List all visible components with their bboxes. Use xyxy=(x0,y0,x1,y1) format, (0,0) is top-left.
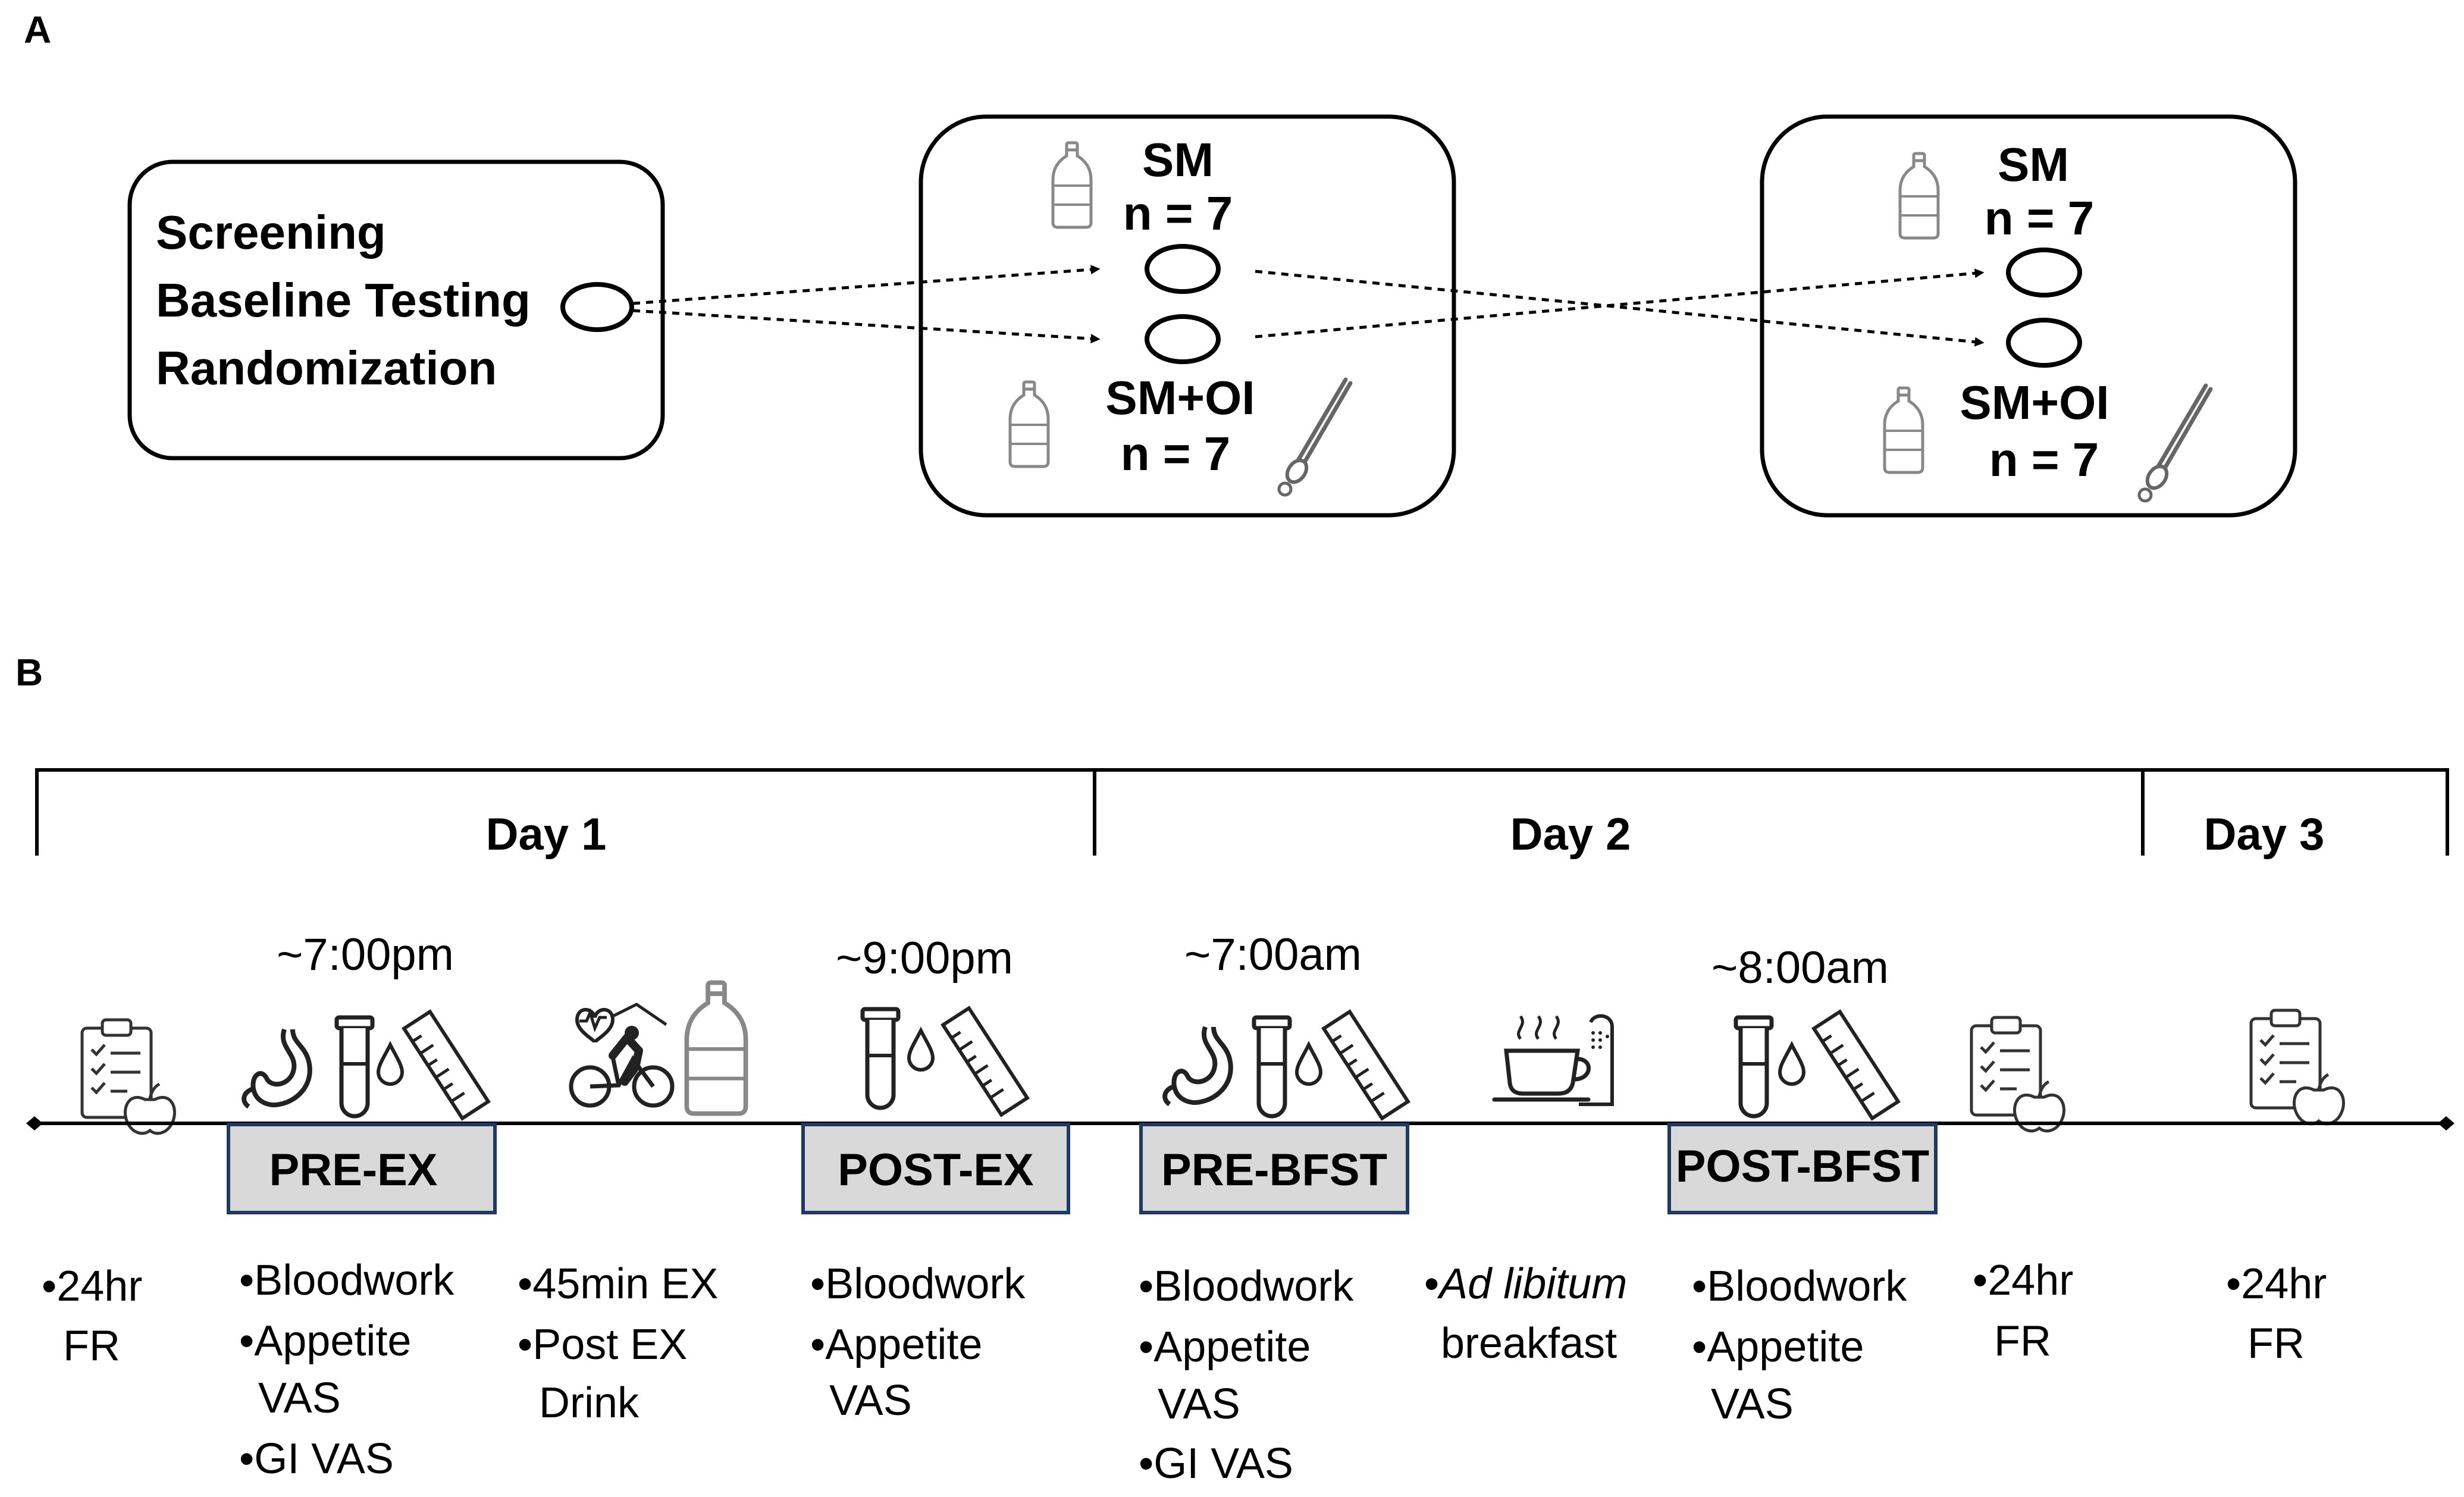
day-brackets xyxy=(35,768,2449,856)
baseline-testing-label: Baseline Testing xyxy=(156,274,531,327)
pre-ex-line2: •Appetite xyxy=(239,1317,411,1365)
randomization-arrows xyxy=(632,265,1985,347)
ruler-icon xyxy=(1324,1011,1408,1118)
period1-sm-n: n = 7 xyxy=(1123,187,1233,240)
day-3-label: Day 3 xyxy=(2204,809,2325,860)
phase-label-pre-bfst: PRE-BFST xyxy=(1161,1145,1387,1195)
period2-sm-node xyxy=(2006,248,2082,297)
coffee-toast-icon xyxy=(1494,1016,1612,1104)
period2-smoi-n: n = 7 xyxy=(1989,433,2099,486)
food-record-icon xyxy=(82,1020,174,1133)
blood-drop-icon xyxy=(1780,1045,1804,1084)
fr1-line2: FR xyxy=(63,1322,120,1370)
randomization-node xyxy=(560,282,634,332)
pre-bfst-line2: •Appetite xyxy=(1139,1323,1311,1371)
breakfast-line1: •Ad libitum xyxy=(1424,1260,1627,1308)
period2-sm-label: SM xyxy=(1998,138,2069,191)
timeline-start-marker xyxy=(26,1116,43,1130)
fr1-line1: •24hr xyxy=(42,1263,142,1310)
fr3-line1: •24hr xyxy=(2226,1260,2327,1308)
period1-sm-node xyxy=(1145,244,1221,294)
post-bfst-line2: •Appetite xyxy=(1692,1323,1864,1371)
phase-label-post-bfst: POST-BFST xyxy=(1676,1141,1929,1192)
randomization-label: Randomization xyxy=(156,342,497,394)
fr3-line2: FR xyxy=(2247,1320,2305,1367)
fr2-line1: •24hr xyxy=(1973,1257,2073,1304)
day-1-label: Day 1 xyxy=(486,809,607,860)
phase-label-pre-ex: PRE-EX xyxy=(269,1145,438,1195)
post-bfst-line1: •Bloodwork xyxy=(1692,1263,1907,1310)
blood-tube-icon xyxy=(337,1017,372,1116)
panel-a-label: A xyxy=(24,8,51,51)
period1-smoi-node xyxy=(1145,314,1221,364)
post-bfst-line3: VAS xyxy=(1711,1380,1794,1428)
breakfast-line2: breakfast xyxy=(1441,1320,1617,1367)
fr2-line2: FR xyxy=(1994,1317,2051,1365)
blood-tube-icon xyxy=(1254,1017,1290,1116)
pre-bfst-line3: VAS xyxy=(1158,1380,1240,1428)
cycling-icon xyxy=(571,1004,672,1105)
panel-b-label: B xyxy=(15,651,43,694)
screening-label: Screening xyxy=(156,206,386,259)
exercise-line2: •Post EX xyxy=(518,1321,687,1368)
post-ex-line3: VAS xyxy=(829,1377,912,1424)
food-record-icon xyxy=(1971,1017,2064,1131)
pre-bfst-line4: •GI VAS xyxy=(1139,1440,1293,1487)
pre-ex-line1: •Bloodwork xyxy=(239,1257,454,1304)
stomach-icon xyxy=(1165,1027,1231,1104)
blood-drop-icon xyxy=(1297,1045,1321,1084)
blood-drop-icon xyxy=(378,1045,402,1084)
timeline-end-marker xyxy=(2438,1116,2454,1130)
exercise-line3: Drink xyxy=(539,1379,639,1427)
post-ex-line2: •Appetite xyxy=(810,1321,982,1368)
phase-box-pre-ex xyxy=(227,1123,497,1214)
blood-drop-icon xyxy=(909,1031,933,1070)
exercise-line1: •45min EX xyxy=(518,1260,718,1308)
period1-smoi-label: SM+OI xyxy=(1105,371,1255,424)
phase-box-pre-bfst xyxy=(1139,1123,1409,1214)
period2-smoi-label: SM+OI xyxy=(1960,376,2109,429)
post-ex-line1: •Bloodwork xyxy=(810,1260,1026,1308)
timeline-details: •24hr FR •Bloodwork •Appetite VAS •GI VA… xyxy=(42,1257,2327,1487)
pre-ex-line4: •GI VAS xyxy=(239,1435,394,1483)
time-label-post-bfst: ~8:00am xyxy=(1711,942,1889,993)
ruler-icon xyxy=(1814,1011,1898,1118)
pre-bfst-line1: •Bloodwork xyxy=(1139,1263,1354,1310)
ruler-icon xyxy=(404,1011,488,1118)
period2-sm-n: n = 7 xyxy=(1985,192,2095,245)
pre-ex-line3: VAS xyxy=(258,1374,341,1422)
period1-sm-label: SM xyxy=(1142,133,1214,186)
phase-box-post-ex xyxy=(801,1123,1070,1214)
period1-smoi-n: n = 7 xyxy=(1121,427,1231,480)
ruler-icon xyxy=(943,1008,1027,1114)
bottle-icon xyxy=(686,983,745,1114)
food-record-icon xyxy=(2251,1010,2343,1124)
screening-box xyxy=(127,159,665,461)
stomach-icon xyxy=(244,1029,310,1107)
period2-smoi-node xyxy=(2006,318,2082,368)
phase-box-post-bfst xyxy=(1667,1123,1938,1214)
time-label-post-ex: ~9:00pm xyxy=(836,933,1013,984)
day-2-label: Day 2 xyxy=(1510,809,1631,860)
time-label-pre-bfst: ~7:00am xyxy=(1184,929,1362,980)
blood-tube-icon xyxy=(1736,1017,1772,1116)
blood-tube-icon xyxy=(863,1009,898,1108)
time-label-pre-ex: ~7:00pm xyxy=(277,929,454,980)
phase-label-post-ex: POST-EX xyxy=(838,1145,1034,1195)
